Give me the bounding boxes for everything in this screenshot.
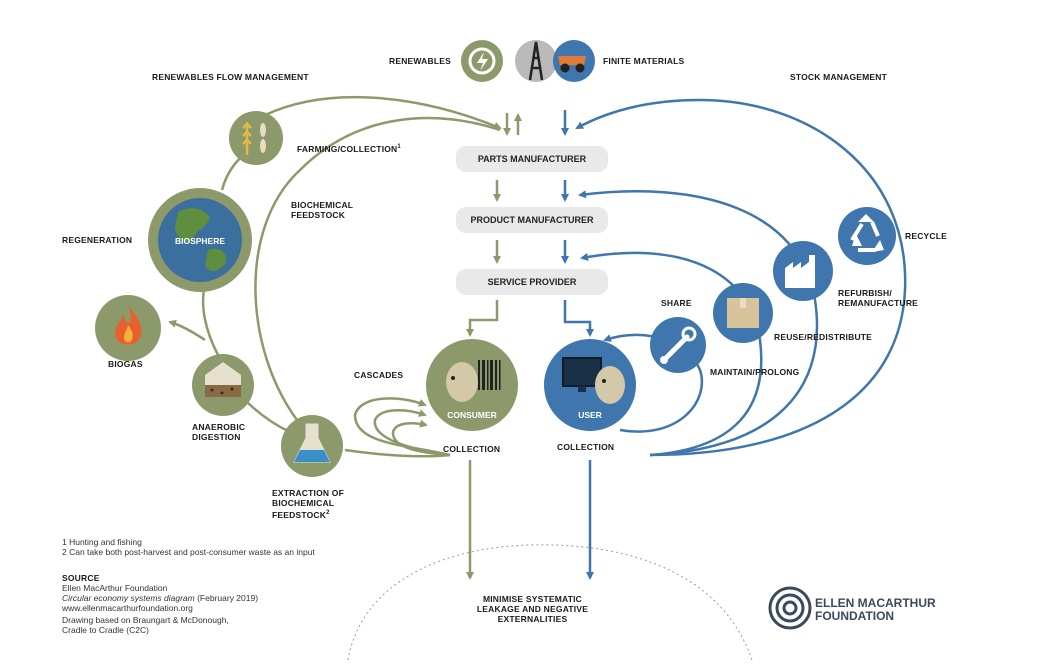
footnote-1: 1 Hunting and fishing [62,537,142,547]
source-line-4: Drawing based on Braungart & McDonough, [62,615,229,625]
consumer-label: CONSUMER [447,410,497,420]
biogas-label: BIOGAS [108,359,143,369]
source-line-3: www.ellenmacarthurfoundation.org [62,603,193,613]
loop-recycle [575,98,907,457]
loop-refurbish [578,190,819,457]
extraction-label: EXTRACTION OF BIOCHEMICAL FEEDSTOCK2 [272,488,345,520]
finite-materials-label: FINITE MATERIALS [603,56,685,66]
arc-biosphere-anaerobic [201,284,220,356]
anaerobic-digestion-label: ANAEROBIC DIGESTION [192,422,246,442]
parts-manufacturer-box: PARTS MANUFACTURER [456,146,608,172]
oil-rig-icon [515,40,557,82]
user-icon [544,339,636,431]
recycle-label: RECYCLE [905,231,948,241]
source-line-1: Ellen MacArthur Foundation [62,583,168,593]
loop-maintain [603,333,703,433]
box-icon [713,283,773,343]
arrow-to-biogas [168,319,206,342]
cascades-label: CASCADES [354,370,404,380]
collection-right-label: COLLECTION [557,442,615,452]
farming-label: FARMING/COLLECTION1 [297,143,401,154]
cascade-loop-2 [373,409,451,457]
soil-icon [192,354,254,416]
service-provider-box: SERVICE PROVIDER [456,269,608,295]
logo-line-1: ELLEN MACARTHUR [815,596,936,610]
stock-management-title: STOCK MANAGEMENT [790,72,888,82]
share-label: SHARE [661,298,692,308]
source-heading: SOURCE [62,573,100,583]
foundation-logo-text: ELLEN MACARTHUR FOUNDATION [815,597,936,623]
leakage-boundary [347,544,753,661]
renewables-icon [461,40,503,82]
refurbish-label: REFURBISH/ REMANUFACTURE [838,288,919,308]
source-line-5: Cradle to Cradle (C2C) [62,625,149,635]
arc-biochemical-feedstock [254,116,501,431]
mining-truck-icon [553,40,595,82]
maintain-label: MAINTAIN/PROLONG [710,367,800,377]
consumer-icon [426,339,518,431]
reuse-label: REUSE/REDISTRIBUTE [774,332,873,342]
farming-icon [229,111,283,165]
regeneration-label: REGENERATION [62,235,133,245]
factory-icon [773,241,833,301]
source-line-2: Circular economy systems diagram (Februa… [62,593,259,603]
arrow-blue-service-user [563,300,594,337]
recycle-icon [838,207,896,265]
renewables-flow-title: RENEWABLES FLOW MANAGEMENT [152,72,309,82]
renewables-label: RENEWABLES [389,56,451,66]
logo-line-2: FOUNDATION [815,609,895,623]
arc-farming-to-parts [264,95,502,130]
arrow-green-service-consumer [466,300,499,337]
footnote-2: 2 Can take both post-harvest and post-co… [62,547,315,557]
cascade-loop-3 [391,419,451,457]
foundation-logo-icon [768,586,812,630]
user-label: USER [578,410,602,420]
product-manufacturer-box: PRODUCT MANUFACTURER [456,207,608,233]
biosphere-label: BIOSPHERE [174,236,226,246]
fire-icon [95,295,161,361]
biosphere-icon [148,188,252,292]
collection-left-label: COLLECTION [443,444,501,454]
wrench-icon [650,317,706,373]
biochemical-feedstock-label: BIOCHEMICAL FEEDSTOCK [291,200,354,220]
leakage-label: MINIMISE SYSTEMATIC LEAKAGE AND NEGATIVE… [476,594,589,624]
arc-collection-to-extraction [344,448,451,458]
flask-icon [281,415,343,477]
technical-flows [561,98,907,580]
loop-reuse [580,251,763,457]
